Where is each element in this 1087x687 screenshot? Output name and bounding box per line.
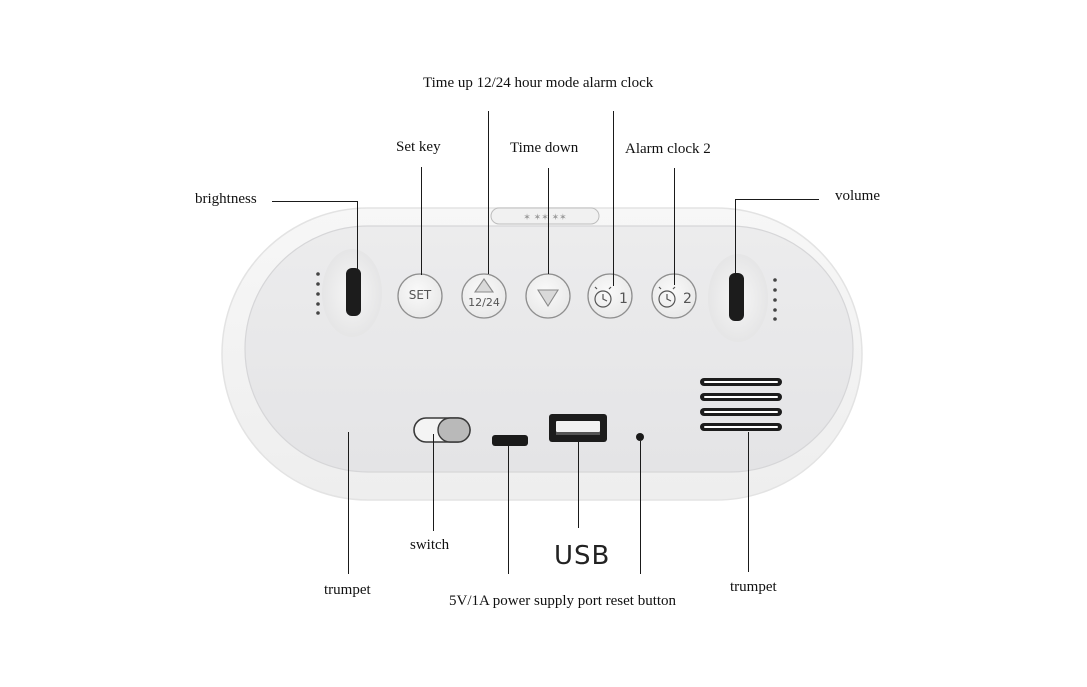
callout-line-volume-v — [735, 199, 737, 277]
mode-button[interactable]: 12/24 — [468, 296, 500, 309]
label-volume: volume — [835, 188, 880, 204]
label-trumpet-left: trumpet — [324, 582, 371, 598]
reset-hole — [636, 433, 644, 441]
top-snooze-bar — [490, 207, 600, 225]
callout-line-brightness-h — [272, 201, 358, 203]
callout-line-brightness-v — [357, 201, 359, 269]
callout-line-setkey — [421, 167, 423, 275]
label-usb: USB — [554, 541, 611, 571]
svg-text:✶ ✶✶ ✶✶: ✶ ✶✶ ✶✶ — [523, 213, 566, 223]
label-time-up-mode-alarm: Time up 12/24 hour mode alarm clock — [423, 75, 654, 91]
callout-line-reset — [640, 441, 642, 574]
alarm-clock-icon — [658, 286, 676, 308]
brightness-dots-icon — [316, 272, 320, 315]
alarm1-button-shape — [587, 273, 633, 319]
down-button-shape — [525, 273, 571, 319]
callout-line-timeup — [488, 111, 490, 274]
callout-line-usb — [578, 442, 580, 528]
label-switch: switch — [410, 537, 450, 553]
alarm1-number: 1 — [619, 291, 628, 307]
label-power-reset: 5V/1A power supply port reset button — [449, 593, 677, 609]
alarm-clock-icon — [594, 286, 612, 308]
callout-line-power — [508, 446, 510, 574]
power-switch-knob — [437, 417, 471, 443]
mode-button-shape — [461, 273, 507, 319]
callout-line-switch — [433, 434, 435, 531]
brightness-wheel — [346, 268, 361, 316]
set-button-shape — [397, 273, 443, 319]
callout-line-trumpet-right — [748, 432, 750, 572]
callout-line-volume-h — [735, 199, 819, 201]
label-time-down: Time down — [510, 140, 579, 156]
down-triangle-icon — [537, 289, 559, 308]
volume-dots-icon — [773, 278, 777, 321]
label-trumpet-right: trumpet — [730, 579, 777, 595]
callout-line-alarm2 — [674, 168, 676, 285]
micro-usb-port — [492, 435, 528, 446]
callout-line-timedown — [548, 168, 550, 274]
label-set-key: Set key — [396, 139, 441, 155]
alarm2-number: 2 — [683, 291, 692, 307]
label-brightness: brightness — [195, 191, 257, 207]
volume-wheel — [729, 273, 744, 321]
set-button[interactable]: SET — [408, 288, 432, 302]
label-alarm-clock-2: Alarm clock 2 — [625, 141, 711, 157]
callout-line-trumpet-left — [348, 432, 350, 574]
up-triangle-icon — [473, 278, 495, 293]
callout-line-alarm1 — [613, 111, 615, 286]
